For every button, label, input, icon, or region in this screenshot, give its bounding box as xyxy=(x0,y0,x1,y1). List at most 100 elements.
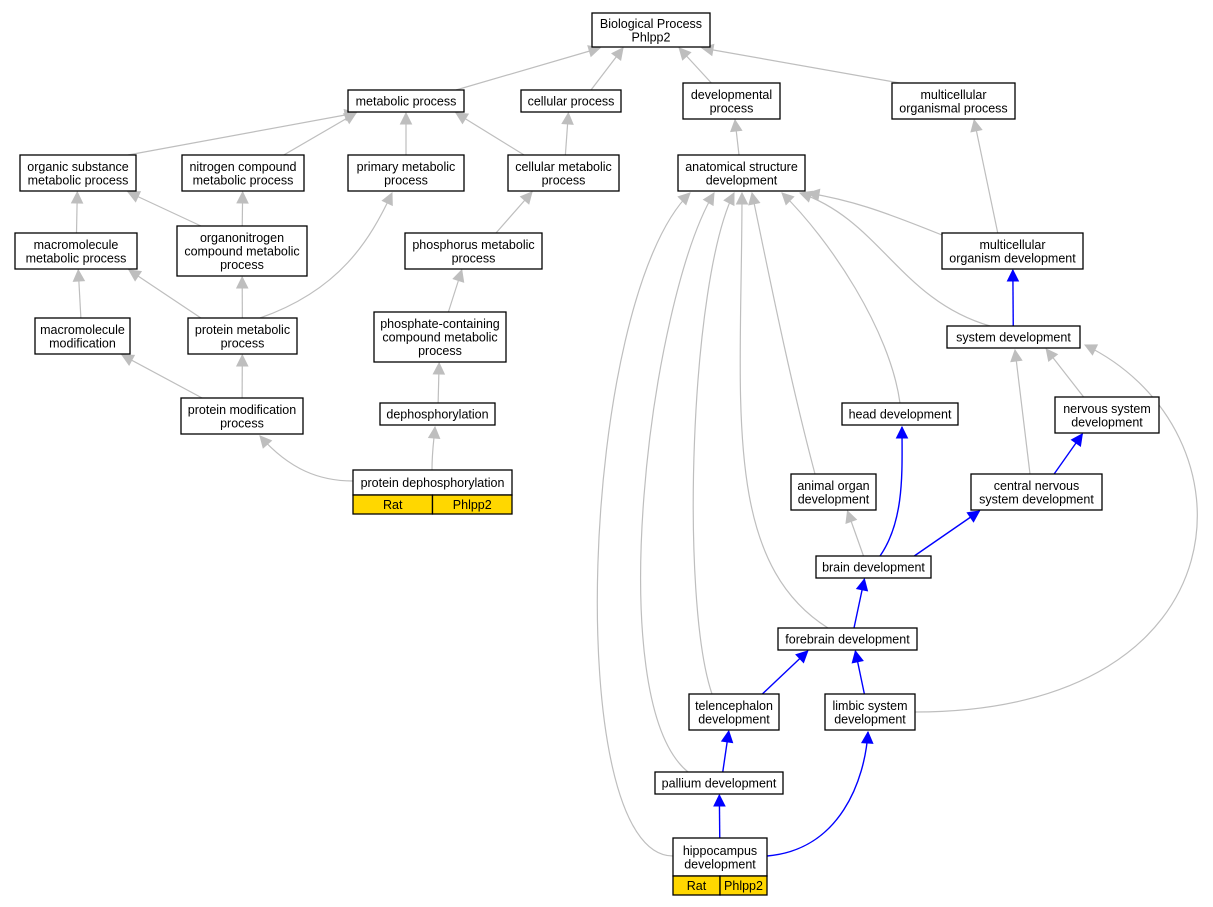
edge-metabolic-to-bp xyxy=(455,45,602,91)
arrowhead-anat-to-developmental xyxy=(730,118,743,133)
arrowhead-nitrogen-to-metabolic xyxy=(342,112,357,125)
arrowhead-telen-to-anat xyxy=(723,192,735,207)
node-label: pallium development xyxy=(662,777,777,791)
node-label: process xyxy=(418,344,462,358)
arrowhead-multi_dev-to-multicellular_org xyxy=(970,118,983,133)
node-box xyxy=(654,771,784,795)
node-box xyxy=(677,154,806,192)
arrowhead-forebrain-to-brain xyxy=(855,577,869,592)
arrowhead-sys_dev-to-multi_dev xyxy=(1006,268,1020,282)
arrowhead-nerv_dev-to-sys_dev xyxy=(1045,348,1059,362)
arrowhead-organonitrogen-to-nitrogen xyxy=(236,190,249,204)
edge-prot_met-to-macro_met xyxy=(128,269,202,319)
node-sys-dev[interactable]: system development xyxy=(946,325,1081,349)
edge-forebrain-to-anat xyxy=(735,191,829,629)
node-label: dephosphorylation xyxy=(386,408,488,422)
node-box xyxy=(824,693,916,731)
arrowhead-brain-to-cns xyxy=(966,510,981,523)
node-pallium[interactable]: pallium development xyxy=(654,771,784,795)
node-dephos[interactable]: dephosphorylation xyxy=(379,402,496,426)
edge-pallium-to-anat xyxy=(640,192,715,773)
node-label: process xyxy=(221,336,265,350)
node-label: macromolecule xyxy=(34,238,119,252)
edge-organonitrogen-to-organic xyxy=(126,191,202,227)
edge-hippo-to-pallium xyxy=(713,793,726,839)
node-box xyxy=(181,154,305,192)
edge-forebrain-to-brain xyxy=(853,577,869,629)
node-label: limbic system xyxy=(832,699,907,713)
arrowhead-cns-to-sys_dev xyxy=(1010,348,1023,363)
edge-hippo-to-limbic xyxy=(766,730,874,857)
node-cellular[interactable]: cellular process xyxy=(520,89,622,113)
node-label: metabolic process xyxy=(356,95,457,109)
node-box xyxy=(815,555,932,579)
node-label: cellular process xyxy=(528,95,615,109)
node-label: Biological Process xyxy=(600,17,702,31)
node-label: nitrogen compound xyxy=(189,160,296,174)
arrowhead-prot_met-to-primary xyxy=(381,191,393,207)
node-box xyxy=(507,154,620,192)
node-brain[interactable]: brain development xyxy=(815,555,932,579)
edge-prot_dephos-to-dephos xyxy=(427,425,441,471)
edge-cell_metabolic-to-metabolic xyxy=(455,112,525,156)
node-box xyxy=(672,837,768,877)
species-tag-label: Rat xyxy=(383,498,403,512)
node-box xyxy=(841,402,959,426)
node-box xyxy=(682,82,781,120)
edge-cell_metabolic-to-cellular xyxy=(561,111,574,156)
node-label: process xyxy=(542,173,586,187)
arrowhead-cell_metabolic-to-metabolic xyxy=(455,112,470,125)
node-forebrain[interactable]: forebrain development xyxy=(777,627,918,651)
edge-prot_mod-to-prot_met xyxy=(235,353,249,399)
node-label: organic substance xyxy=(27,160,129,174)
edge-primary-to-metabolic xyxy=(399,111,413,155)
node-label: brain development xyxy=(822,561,925,575)
node-head-dev[interactable]: head development xyxy=(841,402,959,426)
arrowhead-multi_dev-to-anat xyxy=(806,188,821,202)
node-metabolic[interactable]: metabolic process xyxy=(347,89,465,113)
node-box xyxy=(187,317,298,355)
node-label: development xyxy=(798,492,870,506)
edge-layer xyxy=(70,43,1198,857)
arrowhead-prot_mod-to-prot_met xyxy=(235,353,249,367)
node-label: multicellular xyxy=(980,238,1046,252)
node-label: forebrain development xyxy=(785,633,910,647)
node-label: protein dephosphorylation xyxy=(361,476,505,490)
arrowhead-telen-to-forebrain xyxy=(795,650,809,664)
node-label: process xyxy=(452,251,496,265)
node-box xyxy=(19,154,137,192)
edge-limbic-to-forebrain xyxy=(851,649,866,695)
edge-animal_organ-to-anat xyxy=(748,191,816,475)
node-label: process xyxy=(220,258,264,272)
node-label: protein modification xyxy=(188,403,296,417)
edge-sys_dev-to-multi_dev xyxy=(1006,268,1020,327)
edge-cns-to-sys_dev xyxy=(1010,348,1031,475)
node-box xyxy=(14,232,138,270)
arrowhead-hippo-to-pallium xyxy=(713,793,726,807)
node-label: metabolic process xyxy=(26,251,127,265)
node-label: process xyxy=(710,101,754,115)
